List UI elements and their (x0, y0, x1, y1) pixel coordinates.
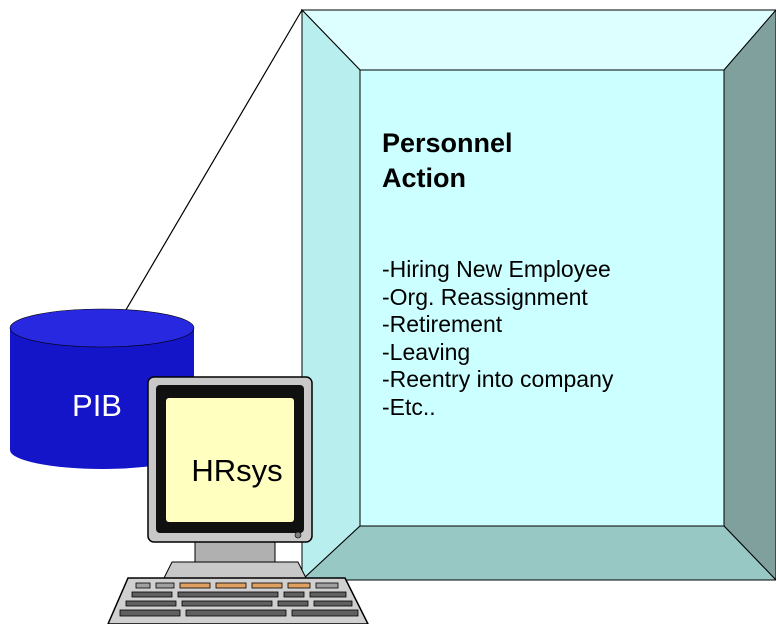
monitor-foot (163, 561, 307, 579)
action-item: -Hiring New Employee (382, 256, 611, 282)
keyboard-keys (119, 582, 359, 617)
power-button-icon (294, 531, 302, 539)
action-list: -Hiring New Employee -Org. Reassignment … (382, 256, 722, 421)
computer-screen-label: HRsys (191, 453, 283, 488)
callout-title: Personnel Action (382, 126, 712, 196)
action-item: -Reentry into company (382, 366, 614, 392)
cylinder-top (9, 308, 195, 348)
callout-box (300, 8, 776, 582)
box-face (359, 69, 725, 527)
bevel-top (300, 9, 776, 71)
callout-title-line: Personnel (382, 128, 513, 158)
action-item: -Etc.. (382, 393, 436, 420)
monitor-stand (194, 539, 276, 563)
callout-title-line: Action (382, 163, 466, 193)
computer (107, 376, 369, 624)
action-item: -Retirement (382, 311, 503, 337)
callout-line-top (119, 9, 303, 321)
monitor-screen (166, 398, 294, 522)
action-item: -Org. Reassignment (382, 283, 588, 310)
bevel-bottom (300, 525, 776, 581)
action-item: -Leaving (382, 338, 471, 365)
database-label: PIB (72, 388, 122, 423)
bevel-right (723, 9, 776, 581)
